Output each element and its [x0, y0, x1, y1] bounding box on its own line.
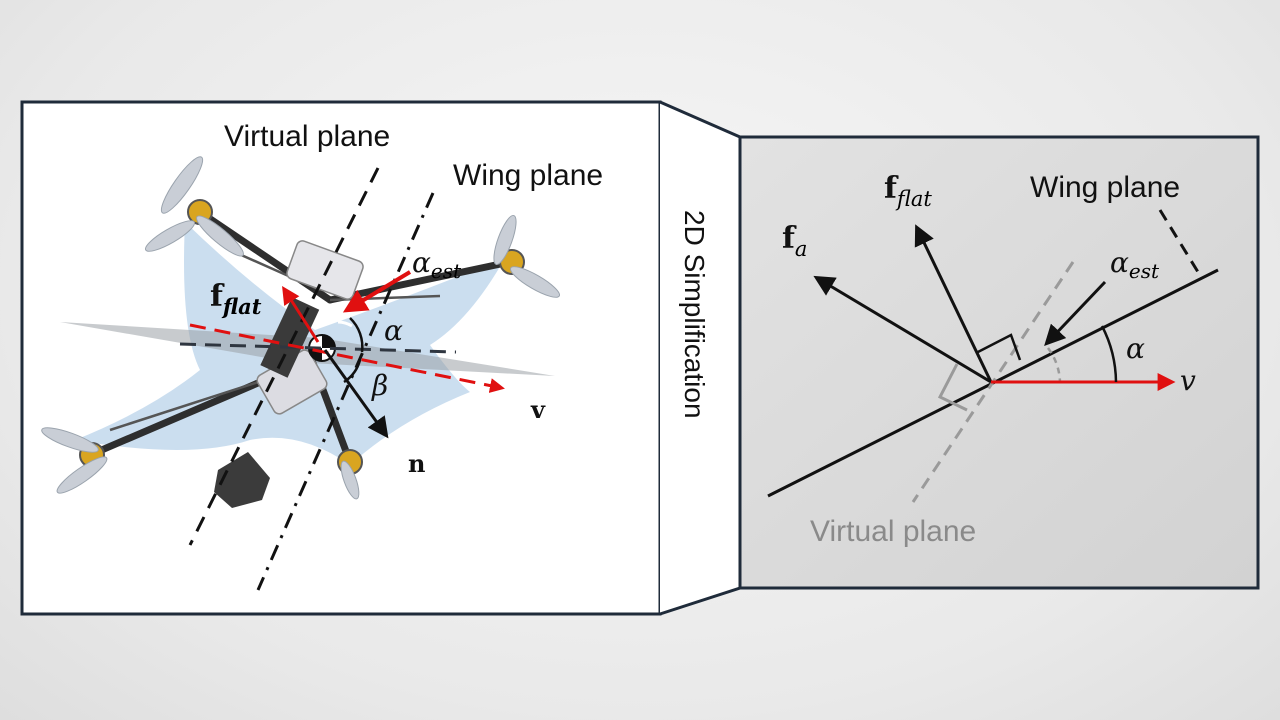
- virtual-plane-line-left: [188, 167, 380, 546]
- right-angle-marker-grey: [937, 363, 968, 412]
- beta-label-left: β: [371, 369, 388, 402]
- beta-arc-left: [343, 359, 362, 384]
- wing-plane-line-left: [256, 192, 435, 591]
- f-a-arrow-right: [813, 275, 992, 384]
- alpha-est-label-left: αest: [412, 246, 462, 283]
- alpha-est-arrow-left: [342, 270, 412, 313]
- connector: 2D Simplification: [659, 100, 742, 616]
- f-flat-label-left: fflat: [210, 279, 262, 319]
- right-angle-marker-black: [975, 333, 1022, 361]
- f-flat-arrow-right: [914, 224, 993, 383]
- alpha-est-arc-right: [1046, 347, 1062, 383]
- v-label-left: v: [530, 395, 546, 424]
- alpha-label-right: α: [1126, 332, 1145, 365]
- f-flat-arrow-left: [282, 285, 320, 343]
- right-panel: Wing plane Virtual plane fflat fa αest α…: [738, 135, 1260, 590]
- alpha-arc-right: [1100, 325, 1118, 383]
- alpha-est-label-right: αest: [1110, 246, 1160, 283]
- n-label-left: n: [408, 449, 425, 478]
- v-arrow-left: [189, 323, 505, 393]
- wing-plane-label-right: Wing plane: [1030, 171, 1180, 204]
- virtual-plane-label-right: Virtual plane: [810, 515, 976, 548]
- wing-plane-leader: [1158, 209, 1200, 273]
- alpha-arc-left: [349, 317, 364, 353]
- horizontal-dashed-line: [179, 342, 457, 354]
- virtual-plane-label-left: Virtual plane: [224, 120, 390, 153]
- alpha-est-arrow-right: [1044, 280, 1107, 347]
- f-a-label-right: fa: [782, 221, 807, 261]
- alpha-label-left: α: [384, 314, 403, 347]
- connector-label: 2D Simplification: [679, 210, 710, 419]
- right-panel-frame: [738, 135, 1260, 590]
- wing-plane-label-left: Wing plane: [453, 159, 603, 192]
- alpha-est-arc-left: [337, 320, 353, 328]
- left-panel: Virtual plane Wing plane αest fflat α β …: [20, 100, 662, 616]
- f-flat-label-right: fflat: [884, 171, 932, 211]
- v-label-right: v: [1180, 364, 1196, 397]
- n-arrow: [323, 349, 389, 439]
